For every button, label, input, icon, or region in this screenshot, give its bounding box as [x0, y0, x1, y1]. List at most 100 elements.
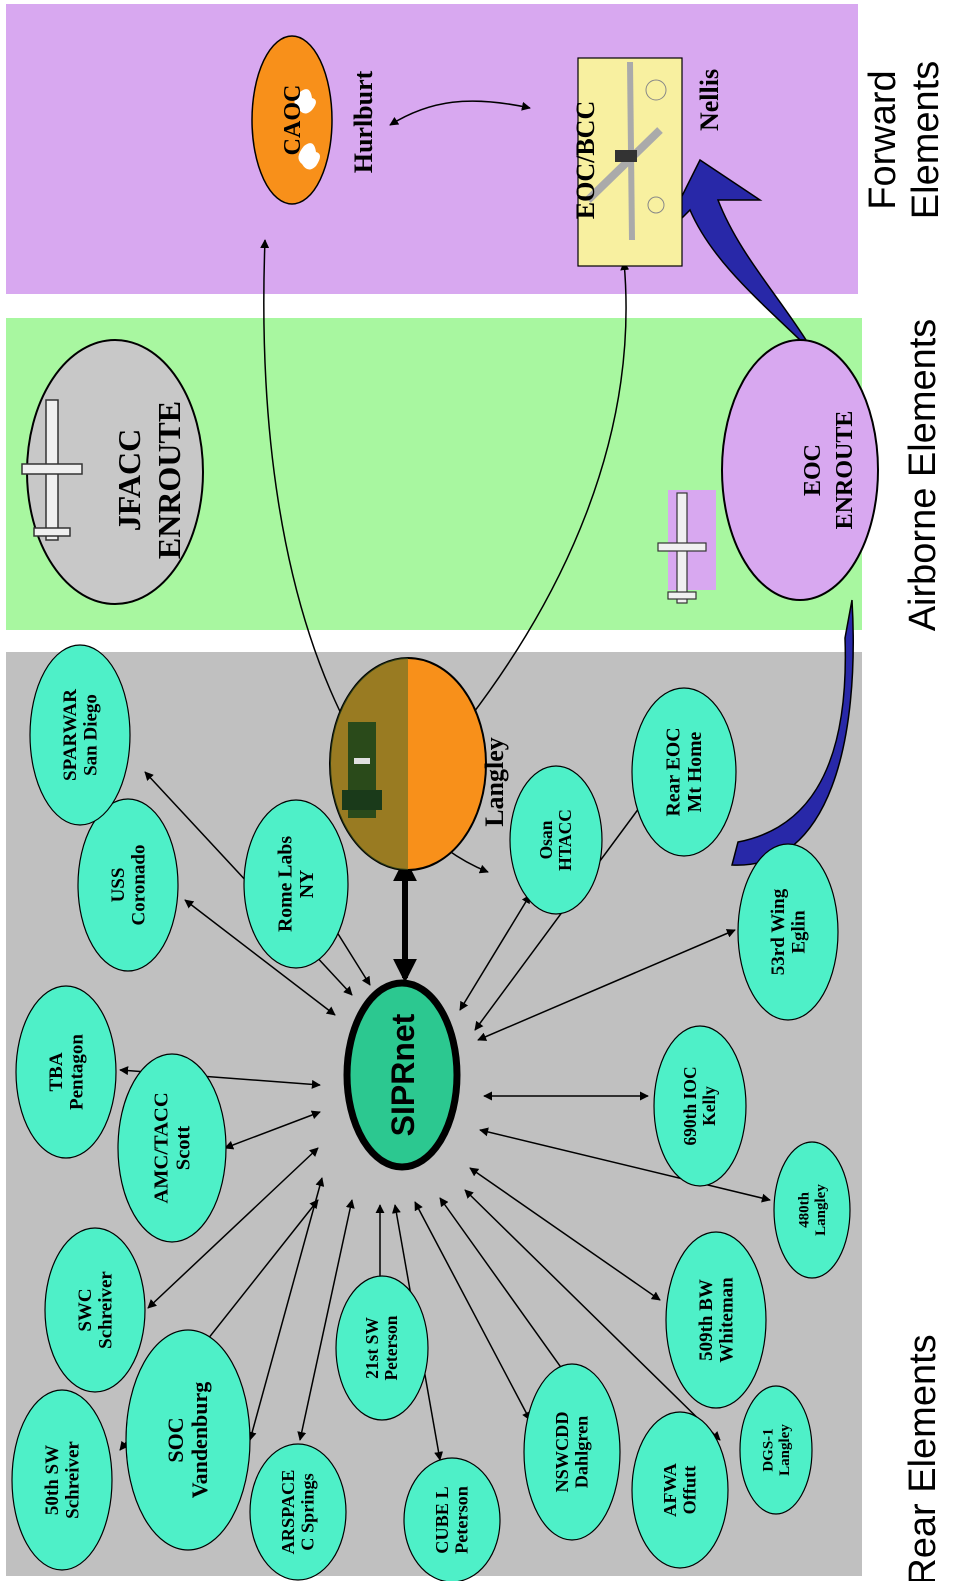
- node-label-line2: Pentagon: [66, 1034, 87, 1110]
- node-label-line1: 21st SW: [362, 1317, 382, 1379]
- node-label-line2: HTACC: [555, 809, 575, 871]
- node-ellipse: [509, 765, 603, 915]
- connection-arrow: [297, 1199, 355, 1441]
- node-label-line1: 509th BW: [696, 1279, 717, 1361]
- hurlburt-label: Hurlburt: [349, 70, 378, 173]
- node-label-line2: Vandenburg: [187, 1382, 212, 1499]
- node-label-line2: Schreiver: [62, 1441, 83, 1519]
- node-label-line1: TBA: [46, 1052, 67, 1091]
- connection-arrow: [224, 1110, 321, 1150]
- node-label-line2: Schreiver: [95, 1271, 116, 1349]
- node-ellipse: [631, 1411, 729, 1569]
- node-ellipse: [653, 1025, 747, 1187]
- node-label-line1: ARSPACE: [278, 1470, 298, 1555]
- node-label-line1: AMC/TACC: [151, 1092, 173, 1203]
- node-ellipse: [249, 1443, 347, 1581]
- node-label-line1: NSWCDD: [552, 1411, 572, 1492]
- node-ellipse: [243, 799, 349, 969]
- node-label-line1: 53rd Wing: [768, 888, 789, 975]
- node-label-line1: SPARWAR: [60, 689, 81, 781]
- forward-zone-label-line1: Forward: [862, 70, 904, 209]
- node-label-line1: DGS-1: [761, 1428, 777, 1471]
- node-ellipse: [44, 1227, 146, 1393]
- node-label-line2: Scott: [173, 1126, 195, 1171]
- eoc-enroute-line2: ENROUTE: [832, 411, 858, 530]
- node-label-line2: Kelly: [699, 1086, 719, 1126]
- node-label-line1: 690th IOC: [680, 1066, 700, 1145]
- node-label-line2: Peterson: [452, 1486, 472, 1554]
- node-ellipse: [335, 1275, 429, 1421]
- node-label-line2: Peterson: [381, 1315, 401, 1380]
- node-label-line1: SOC: [163, 1417, 188, 1462]
- eoc-enroute-aircraft-bg: [668, 490, 716, 590]
- node-label-line2: Langley: [777, 1424, 793, 1476]
- deployment-flow-arrow: [659, 158, 857, 866]
- eoc-bcc-label: EOC/BCC: [571, 101, 600, 219]
- node-ellipse: [665, 1231, 767, 1409]
- node-ellipse: [523, 1363, 621, 1541]
- node-ellipse: [773, 1141, 851, 1279]
- node-label-line2: Coronado: [128, 845, 149, 926]
- node-label-line1: CUBE L: [432, 1486, 452, 1553]
- aircraft-icon: [21, 399, 83, 541]
- connection-arrow: [147, 1147, 319, 1309]
- node-label-line2: Langley: [813, 1184, 829, 1236]
- node-label-line2: Mt Home: [684, 731, 706, 812]
- node-ellipse: [739, 1385, 813, 1515]
- node-ellipse: [11, 1389, 113, 1571]
- node-ellipse: [117, 1053, 227, 1243]
- siprnet-hub[interactable]: [343, 979, 461, 1171]
- node-label-line2: San Diego: [80, 694, 101, 776]
- node-label-line2: Offutt: [680, 1466, 700, 1515]
- node-label-line2: Dahlgren: [572, 1416, 592, 1489]
- node-label-line1: Osan: [536, 820, 556, 859]
- jfacc-line1: JFACC: [111, 429, 147, 532]
- node-label-line2: Whiteman: [716, 1277, 737, 1363]
- airfield-icon: [585, 61, 667, 241]
- node-label-line1: AFWA: [660, 1462, 680, 1517]
- node-label-line1: 480th: [797, 1191, 813, 1227]
- node-ellipse: [737, 843, 839, 1021]
- node-ellipse: [77, 798, 179, 972]
- node-label-line2: Eglin: [788, 910, 809, 954]
- langley-node-label: Langley: [480, 737, 509, 827]
- node-label-line1: Rear EOC: [663, 727, 685, 816]
- node-label-line1: SWC: [75, 1288, 96, 1331]
- nellis-label: Nellis: [695, 69, 724, 131]
- cloud-icon-2: [298, 143, 320, 170]
- eoc-enroute-line1: EOC: [800, 444, 826, 496]
- airborne-zone-label: Airborne Elements: [902, 319, 944, 632]
- forward-zone-label-line2: Elements: [905, 61, 947, 219]
- connection-arrow: [479, 1127, 771, 1203]
- node-ellipse: [29, 644, 131, 826]
- node-ellipse: [125, 1329, 251, 1551]
- node-label-line2: NY: [296, 870, 318, 899]
- jfacc-line2: ENROUTE: [151, 401, 187, 559]
- eoc-enroute-node[interactable]: [721, 339, 879, 601]
- node-ellipse: [15, 985, 117, 1159]
- node-ellipse: [631, 687, 737, 857]
- connection-arrow: [474, 799, 646, 1031]
